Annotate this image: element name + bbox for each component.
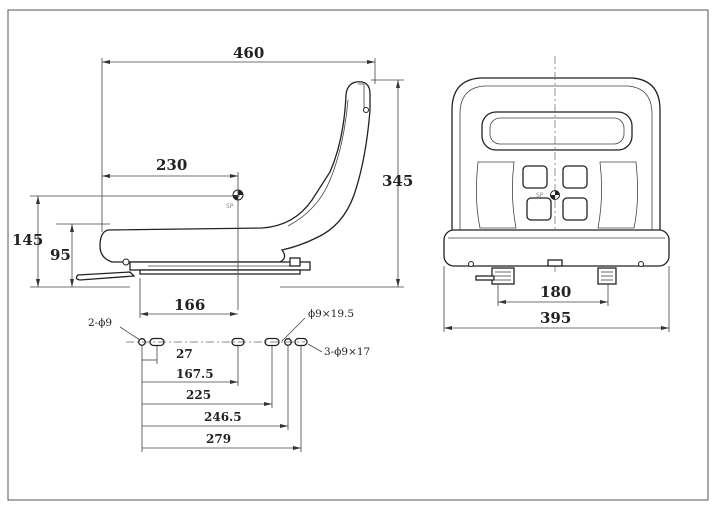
dim-279-label: 279 [206, 432, 231, 446]
left-bolster [476, 161, 517, 229]
rear-bracket [289, 257, 301, 267]
backrest-edge [358, 83, 365, 112]
dim-167-5-label: 167.5 [176, 367, 214, 381]
dim-246-5-label: 246.5 [204, 410, 242, 424]
hole-3-callout: 3-ϕ9×17 [324, 346, 370, 358]
right-bolster [597, 161, 638, 229]
slide-lever [75, 271, 136, 281]
slot-4 [294, 337, 308, 347]
backrest-front-outer [451, 77, 661, 232]
pad-square-4 [562, 197, 588, 221]
backrest-inner-line [287, 99, 349, 227]
dim-166-label: 166 [174, 296, 205, 314]
slot-callout: ϕ9×19.5 [308, 308, 354, 320]
dim-180-label: 180 [540, 283, 571, 301]
backrest-front-inner [459, 85, 653, 232]
dim-225-label: 225 [186, 388, 211, 402]
seat-rail [139, 269, 301, 275]
backrest-top-pad [481, 111, 633, 151]
side-view: SP 460 230 345 145 95 [12, 44, 413, 318]
pad-square-2 [562, 165, 588, 189]
dim-345-label: 345 [382, 172, 413, 190]
pad-square-3 [526, 197, 552, 221]
lever-pivot [122, 258, 130, 266]
slot-2 [231, 337, 245, 347]
dim-230-label: 230 [156, 156, 187, 174]
seat-side-outline [99, 81, 371, 263]
hole-2 [284, 338, 292, 346]
front-view: SP 180 395 [443, 56, 670, 332]
slot-3 [264, 337, 280, 347]
front-sp-label: SP [536, 192, 544, 199]
hole-1 [138, 338, 146, 346]
dim-460-label: 460 [233, 44, 264, 62]
hole-2-callout: 2-ϕ9 [88, 317, 112, 329]
dim-145-label: 145 [12, 231, 43, 249]
backrest-bolt [363, 107, 369, 113]
mounting-hole-pattern: 2-ϕ9 ϕ9×19.5 3-ϕ9×17 27 167.5 225 246.5 … [88, 308, 370, 452]
dim-395-label: 395 [540, 309, 571, 327]
dim-27-label: 27 [176, 347, 193, 361]
slot-1 [149, 337, 165, 347]
side-sp-label: SP [226, 203, 234, 210]
drawing-frame [7, 9, 709, 501]
pad-square-1 [522, 165, 548, 189]
dim-95-label: 95 [50, 246, 71, 264]
